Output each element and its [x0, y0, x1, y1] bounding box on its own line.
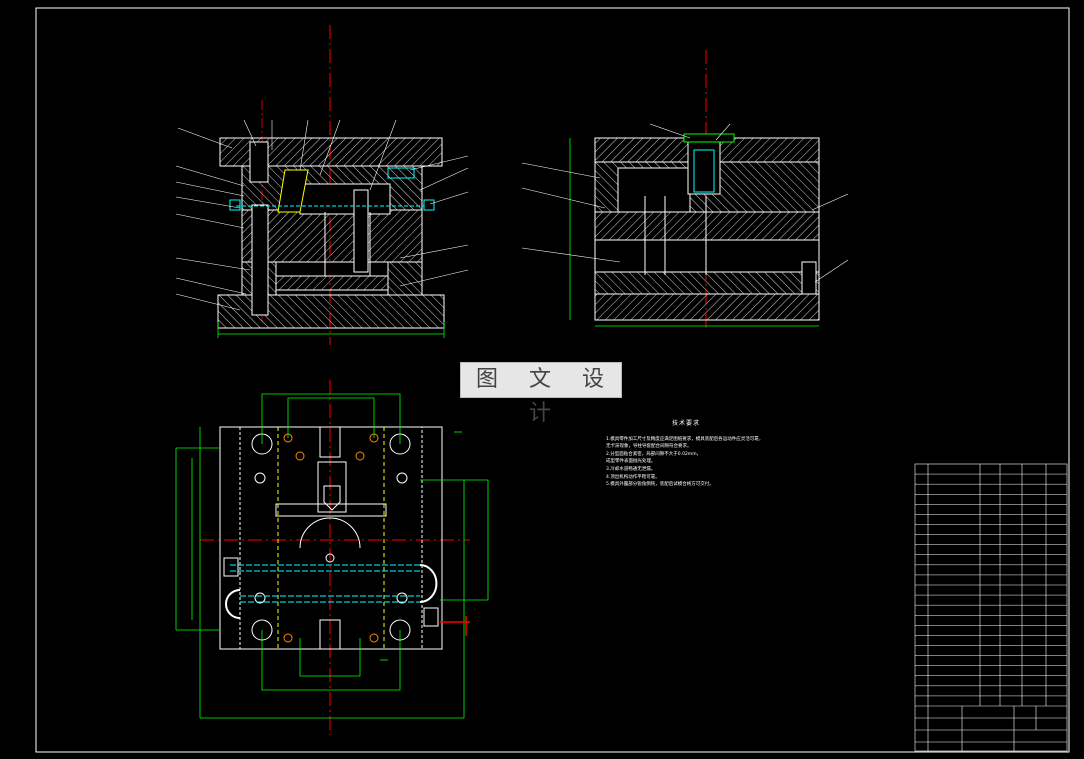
plan-view [175, 380, 489, 735]
notes-line: 3.冷却水道畅通无泄漏。 [606, 466, 656, 472]
title-block-rows [915, 473, 1067, 743]
notes-line: 5.模具外露部分锐角倒钝，装配后试模合格方可交付。 [606, 482, 714, 488]
notes-line: 无卡滞现象，导柱导套配合间隙符合要求。 [606, 444, 692, 450]
technical-requirements: 技术要求 1.模具零件加工尺寸及精度应满足图纸要求，模具装配后各运动件应灵活可靠… [606, 420, 766, 489]
side-section-view [521, 50, 849, 330]
notes-line: 2.分型面贴合紧密，局部间隙不大于0.02mm， [606, 451, 702, 457]
front-section-view [175, 25, 469, 345]
notes-line: 4.顶出机构动作平稳可靠。 [606, 474, 660, 480]
notes-line: 成型零件表面抛光处理。 [606, 459, 656, 465]
notes-line: 1.模具零件加工尺寸及精度应满足图纸要求，模具装配后各运动件应灵活可靠， [606, 436, 764, 442]
notes-title: 技术要求 [671, 420, 700, 427]
drawing-border [35, 7, 1070, 753]
watermark-label: 图 文 设 计 [460, 362, 622, 426]
title-block [914, 463, 1068, 752]
